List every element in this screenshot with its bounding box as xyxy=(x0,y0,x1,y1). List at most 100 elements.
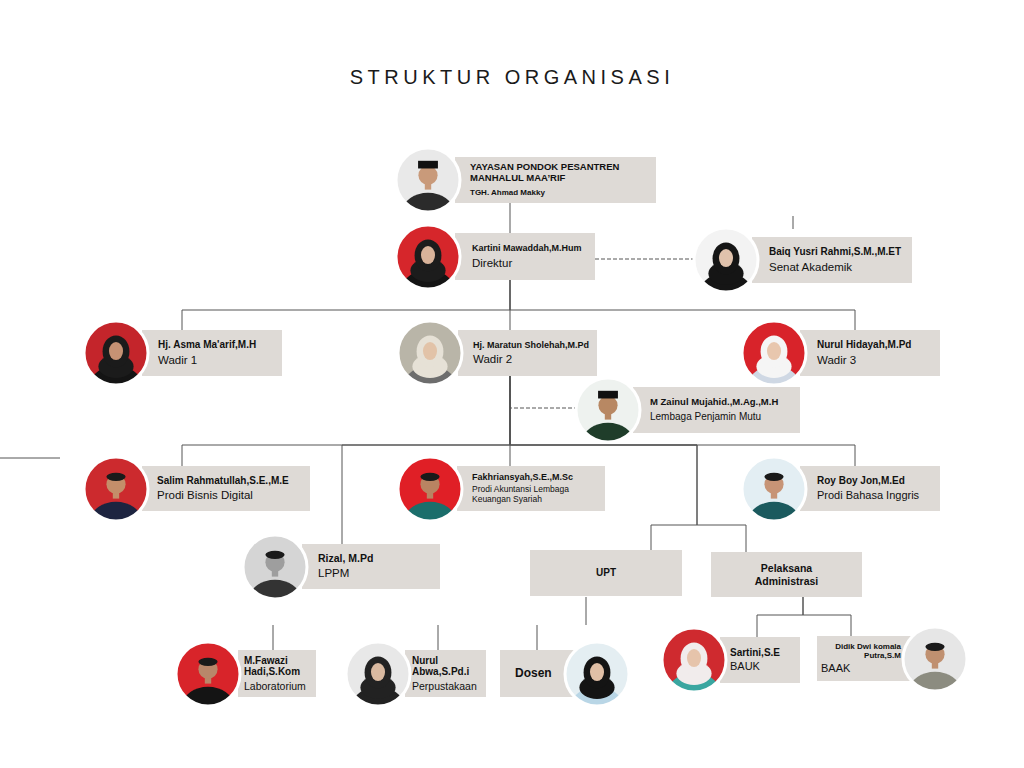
chart-title: STRUKTUR ORGANISASI xyxy=(0,66,1024,89)
photo-ring xyxy=(565,642,629,706)
position-box: Fakhriansyah,S.E.,M.ScProdi Akuntansi Le… xyxy=(457,466,605,511)
position-box: M Zainul Mujahid.,M.Ag.,M.HLembaga Penja… xyxy=(633,387,800,433)
person-name: TGH. Ahmad Makky xyxy=(470,188,545,197)
person-name: Hj. Maratun Sholehah,M.Pd xyxy=(473,340,589,350)
portrait-photo xyxy=(395,318,465,388)
photo-background xyxy=(739,318,809,388)
position-label: Laboratorium xyxy=(244,680,306,692)
photo-shoulders xyxy=(749,501,799,536)
position-label: Perpustakaan xyxy=(412,680,477,692)
photo-hair xyxy=(106,472,125,480)
photo-ring xyxy=(398,457,462,521)
photo-shoulders xyxy=(910,671,960,706)
connector-line xyxy=(342,376,510,544)
photo-hijab xyxy=(681,642,708,674)
stub-line xyxy=(537,625,538,650)
photo-ring xyxy=(84,321,148,385)
position-box: Nurul Abwa,S.Pd.iPerpustakaan xyxy=(405,650,486,697)
portrait-photo xyxy=(739,318,809,388)
photo-cap xyxy=(418,161,438,169)
person-name: Sartini,S.E xyxy=(730,647,780,659)
position-box: Kartini Mawaddah,M.HumDirektur xyxy=(455,233,595,280)
photo-ring xyxy=(662,628,726,692)
position-box: Nurul Hidayah,M.PdWadir 3 xyxy=(800,330,940,376)
photo-face xyxy=(719,249,733,267)
photo-face xyxy=(418,166,437,185)
photo-ring xyxy=(176,642,240,706)
photo-shoulders xyxy=(405,501,455,536)
portrait-photo xyxy=(81,454,151,524)
position-box: UPT xyxy=(530,550,682,596)
position-label: Wadir 3 xyxy=(817,354,856,367)
photo-hijab xyxy=(761,335,788,367)
portrait-photo xyxy=(343,639,413,709)
connector-line xyxy=(510,376,855,466)
photo-hijab xyxy=(365,656,392,688)
connector-line xyxy=(803,597,851,636)
photo-background xyxy=(395,318,465,388)
position-label: Prodi Bahasa Inggris xyxy=(817,489,919,502)
photo-face xyxy=(687,649,701,667)
photo-shoulders xyxy=(91,501,141,536)
connector-line xyxy=(510,280,855,330)
photo-face xyxy=(767,342,781,360)
position-label: Lembaga Penjamin Mutu xyxy=(650,411,761,423)
portrait-photo xyxy=(659,625,729,695)
photo-face xyxy=(590,663,604,681)
person-name: Didik Dwi komala Putra,S.M xyxy=(821,642,901,660)
position-label: Senat Akademik xyxy=(769,261,852,274)
position-box: Rizal, M.PdLPPM xyxy=(302,544,440,589)
position-box: Hj. Maratun Sholehah,M.PdWadir 2 xyxy=(458,330,597,376)
photo-face xyxy=(109,342,123,360)
position-label: Prodi Bisnis Digital xyxy=(157,489,253,502)
position-label: BAUK xyxy=(730,660,760,673)
photo-shoulders xyxy=(250,579,300,614)
photo-face xyxy=(421,246,435,264)
photo-background xyxy=(562,639,632,709)
stub-line xyxy=(586,597,587,625)
portrait-photo xyxy=(240,532,310,602)
person-name: Nurul Hidayah,M.Pd xyxy=(817,339,911,351)
unit-label: Dosen xyxy=(515,667,552,681)
person-name: Roy Boy Jon,M.Ed xyxy=(817,475,905,487)
position-box: Baiq Yusri Rahmi,S.M.,M.ET Senat Akademik xyxy=(752,237,912,283)
photo-ring xyxy=(742,321,806,385)
photo-background xyxy=(691,225,761,295)
position-label: Prodi Akuntansi Lembaga Keuangan Syariah xyxy=(472,485,597,505)
photo-ring xyxy=(84,457,148,521)
connector-line xyxy=(510,376,575,408)
stub-line xyxy=(0,458,60,459)
photo-background xyxy=(81,318,151,388)
position-box: Didik Dwi komala Putra,S.M BAAK xyxy=(817,636,915,681)
photo-background xyxy=(393,222,463,292)
position-box: Hj. Asma Ma'arif,M.HWadir 1 xyxy=(142,330,282,376)
position-label: LPPM xyxy=(318,567,349,580)
portrait-photo xyxy=(173,639,243,709)
photo-ring xyxy=(243,535,307,599)
photo-cap xyxy=(598,391,618,399)
photo-hair xyxy=(420,472,439,480)
photo-ring xyxy=(742,457,806,521)
photo-hair xyxy=(764,472,783,480)
position-box: Roy Boy Jon,M.EdProdi Bahasa Inggris xyxy=(800,466,940,511)
portrait-photo xyxy=(393,145,463,215)
unit-label: Pelaksana Administrasi xyxy=(739,562,834,586)
stub-line xyxy=(273,625,274,650)
photo-hair xyxy=(198,657,217,665)
position-box: Pelaksana Administrasi xyxy=(711,552,862,597)
position-label: BAAK xyxy=(821,662,850,675)
position-box: M.Fawazi Hadi,S.KomLaboratorium xyxy=(238,650,316,697)
unit-label: UPT xyxy=(596,567,616,579)
position-label: Wadir 2 xyxy=(473,353,512,366)
portrait-photo xyxy=(573,375,643,445)
portrait-photo xyxy=(81,318,151,388)
photo-face xyxy=(423,342,437,360)
person-name: Fakhriansyah,S.E.,M.Sc xyxy=(472,472,573,482)
photo-ring xyxy=(396,148,460,212)
photo-ring xyxy=(903,627,967,691)
person-name: Baiq Yusri Rahmi,S.M.,M.ET xyxy=(769,246,901,258)
connector-line xyxy=(182,376,510,466)
photo-face xyxy=(598,396,617,415)
photo-shoulders xyxy=(403,193,453,228)
